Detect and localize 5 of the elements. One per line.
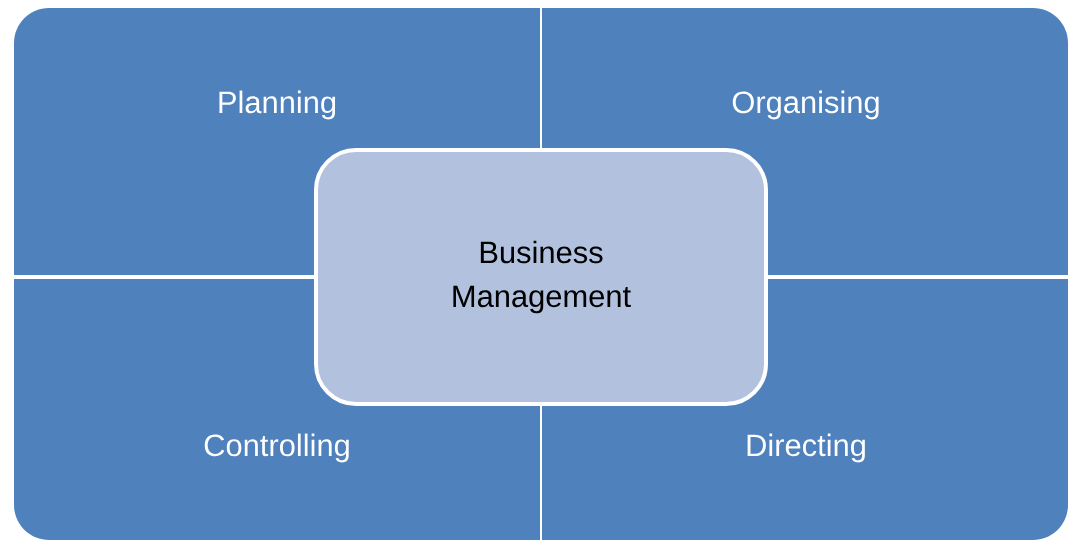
node-label: Planning <box>219 90 336 120</box>
node-label: Controlling <box>204 433 349 463</box>
center-box: Business Management <box>314 148 768 406</box>
node-label: Organising <box>732 90 879 120</box>
node-label: Directing <box>747 433 865 463</box>
